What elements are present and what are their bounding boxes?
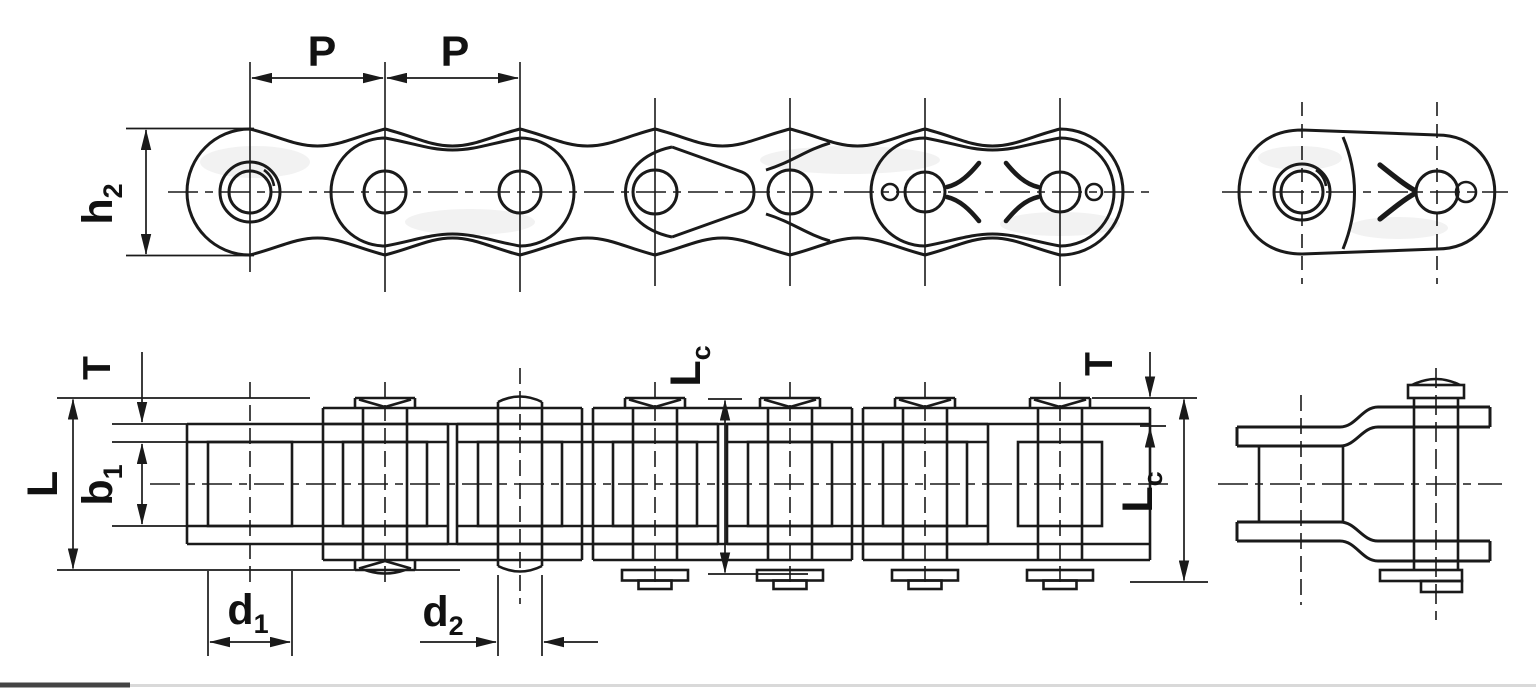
side-view: P P h2 — [74, 28, 1150, 292]
dim-d2: d2 — [420, 575, 598, 656]
dim-h2: h2 — [74, 127, 254, 257]
plan-view: L T b1 Lc T — [19, 345, 1208, 656]
dim-label-lc-right: Lc — [1114, 471, 1168, 512]
dim-lc-right: Lc — [1114, 398, 1208, 583]
bushing-notch — [1315, 168, 1328, 187]
offset-link-plan-view — [1218, 368, 1502, 620]
dim-t-right: T — [1078, 352, 1197, 470]
dim-label-t-left: T — [76, 356, 119, 380]
dim-label-lc-mid: Lc — [662, 345, 716, 386]
dim-label-d1: d1 — [227, 586, 268, 639]
side-view-centerlines — [168, 62, 1150, 292]
page-bottom-border — [0, 682, 1536, 688]
dim-d1: d1 — [207, 571, 293, 656]
offset-link-centerlines — [1218, 368, 1502, 620]
link-detail-view — [1222, 102, 1508, 284]
plan-centerlines — [150, 368, 1168, 604]
dim-label-p2: P — [441, 28, 470, 76]
dim-l: L — [19, 397, 460, 571]
dim-t-left: T — [76, 352, 187, 425]
dim-label-l: L — [19, 471, 67, 497]
clip-ring — [1084, 182, 1104, 202]
link-centerlines — [1222, 102, 1508, 284]
dim-label-p1: P — [308, 28, 337, 76]
link-plate — [1237, 128, 1497, 256]
bushing-notch — [263, 168, 276, 187]
dim-pitch: P P — [251, 28, 519, 84]
dim-label-d2: d2 — [422, 588, 463, 641]
inner-plates — [185, 422, 990, 546]
dim-label-h2: h2 — [74, 183, 128, 224]
dim-label-t-right: T — [1078, 352, 1121, 376]
dim-lc-mid: Lc — [662, 345, 808, 575]
dim-label-b1: b1 — [74, 464, 128, 505]
dim-b1: b1 — [74, 441, 209, 527]
